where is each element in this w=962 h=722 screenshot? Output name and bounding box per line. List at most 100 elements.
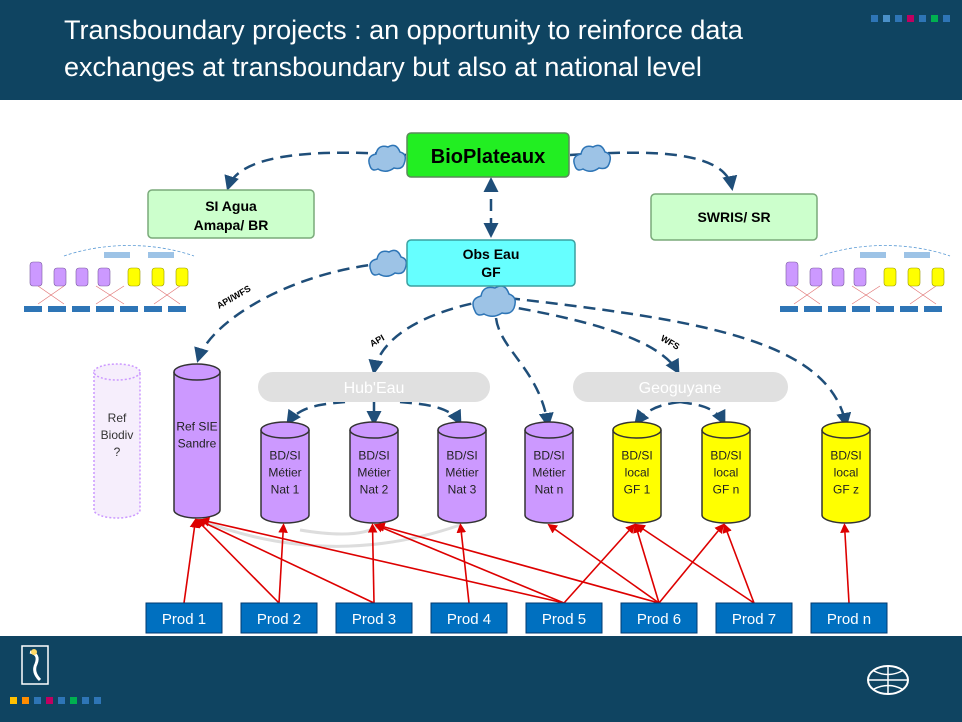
producer-label: Prod 3	[352, 611, 396, 628]
database-label: BD/SI	[533, 449, 564, 463]
obs-eau-label: Obs Eau	[463, 246, 520, 262]
faint-background-curves	[199, 518, 461, 548]
database-label: Métier	[268, 466, 301, 480]
data-flow-arrow	[367, 523, 378, 604]
producer-label: Prod 6	[637, 611, 681, 628]
database-label: BD/SI	[710, 449, 741, 463]
cloud-icon	[573, 144, 612, 172]
database-label: Nat n	[535, 483, 564, 497]
data-flow-arrow	[840, 523, 850, 604]
database-label: BD/SI	[621, 449, 652, 463]
data-flow-arrow	[722, 523, 755, 604]
data-flow-arrow	[278, 523, 288, 604]
data-flow-arrow	[547, 523, 660, 604]
data-flow-arrow	[456, 523, 470, 604]
database-label: BD/SI	[269, 449, 300, 463]
geoguyane-label: Geoguyane	[639, 380, 722, 397]
cloud-icon	[368, 144, 407, 172]
producer-data-flows	[183, 517, 850, 604]
producer-label: Prod 7	[732, 611, 776, 628]
database-label: Métier	[532, 466, 565, 480]
data-flow-arrow	[563, 523, 636, 604]
database-label: ?	[114, 445, 121, 459]
footer-band	[0, 636, 962, 722]
producer-label: Prod 1	[162, 611, 206, 628]
producer-box[interactable]: Prod 2	[240, 602, 318, 634]
database-label: local	[834, 466, 859, 480]
si-agua-label: SI Agua	[205, 198, 257, 214]
footer-logo-right	[867, 665, 909, 695]
producer-box[interactable]: Prod 7	[715, 602, 793, 634]
database-label: Biodiv	[101, 428, 134, 442]
data-flow-arrow	[658, 523, 725, 604]
producer-box[interactable]: Prod 1	[145, 602, 223, 634]
data-flow-arrow	[375, 522, 660, 604]
database-label: GF n	[713, 483, 740, 497]
producer-box[interactable]: Prod 4	[430, 602, 508, 634]
data-flow-arrow	[373, 523, 565, 604]
producer-box[interactable]: Prod 6	[620, 602, 698, 634]
database-label: Nat 2	[360, 483, 389, 497]
geoguyane-hub[interactable]: Geoguyane	[573, 372, 788, 402]
database-label: Sandre	[178, 437, 217, 451]
header-band: Transboundary projects : an opportunity …	[0, 0, 962, 100]
hubeau-hub[interactable]: Hub'Eau	[258, 372, 490, 402]
producer-label: Prod 2	[257, 611, 301, 628]
cloud-icons	[368, 144, 612, 317]
database-label: Métier	[357, 466, 390, 480]
data-flow-arrow	[635, 523, 755, 604]
data-flow-arrow	[199, 517, 565, 604]
cloud-icon	[472, 285, 516, 317]
si-agua-node[interactable]: SI Agua Amapa/ BR	[147, 189, 315, 239]
database-label: Ref	[108, 411, 127, 425]
swris-label: SWRIS/ SR	[697, 209, 770, 225]
footer-logo-left	[21, 645, 49, 685]
header-decoration-squares	[871, 15, 950, 22]
bioplateaux-label: BioPlateaux	[431, 146, 545, 168]
obs-eau-region: GF	[481, 264, 501, 280]
database-label: BD/SI	[446, 449, 477, 463]
database-label: GF 1	[624, 483, 651, 497]
si-agua-schematic-thumbnail	[24, 245, 195, 312]
database-label: BD/SI	[358, 449, 389, 463]
database-label: local	[714, 466, 739, 480]
obs-eau-node[interactable]: Obs Eau GF	[406, 239, 576, 287]
hubeau-label: Hub'Eau	[344, 380, 405, 397]
database-cylinder[interactable]: BD/SI local GF 1	[612, 421, 662, 524]
producer-label: Prod 4	[447, 611, 491, 628]
database-label: Nat 3	[448, 483, 477, 497]
database-label: BD/SI	[830, 449, 861, 463]
wfs-edge-label: WFS	[659, 333, 681, 352]
api-wfs-edge-label: API/WFS	[215, 283, 252, 310]
slide-title: Transboundary projects : an opportunity …	[64, 15, 743, 82]
data-flow-arrow	[633, 523, 660, 604]
producer-label: Prod 5	[542, 611, 586, 628]
producer-boxes: Prod 1 Prod 2 Prod 3 Prod 4 Prod 5 Prod 6 Prod…	[145, 602, 888, 634]
bioplateaux-node[interactable]: BioPlateaux	[406, 132, 570, 178]
data-flow-arrow	[195, 518, 280, 604]
swris-node[interactable]: SWRIS/ SR	[650, 193, 818, 241]
database-label: local	[625, 466, 650, 480]
swris-schematic-thumbnail	[780, 245, 951, 312]
data-flow-arrow	[196, 518, 375, 604]
producer-box[interactable]: Prod 5	[525, 602, 603, 634]
data-flow-arrow	[183, 518, 200, 604]
producer-label: Prod n	[827, 611, 871, 628]
database-label: Nat 1	[271, 483, 300, 497]
producer-box[interactable]: Prod 3	[335, 602, 413, 634]
database-cylinder[interactable]: BD/SI local GF n	[701, 421, 751, 524]
footer-decoration-squares	[10, 697, 101, 704]
api-edge-label: API	[368, 333, 386, 349]
producer-box[interactable]: Prod n	[810, 602, 888, 634]
cloud-icon	[369, 249, 408, 277]
